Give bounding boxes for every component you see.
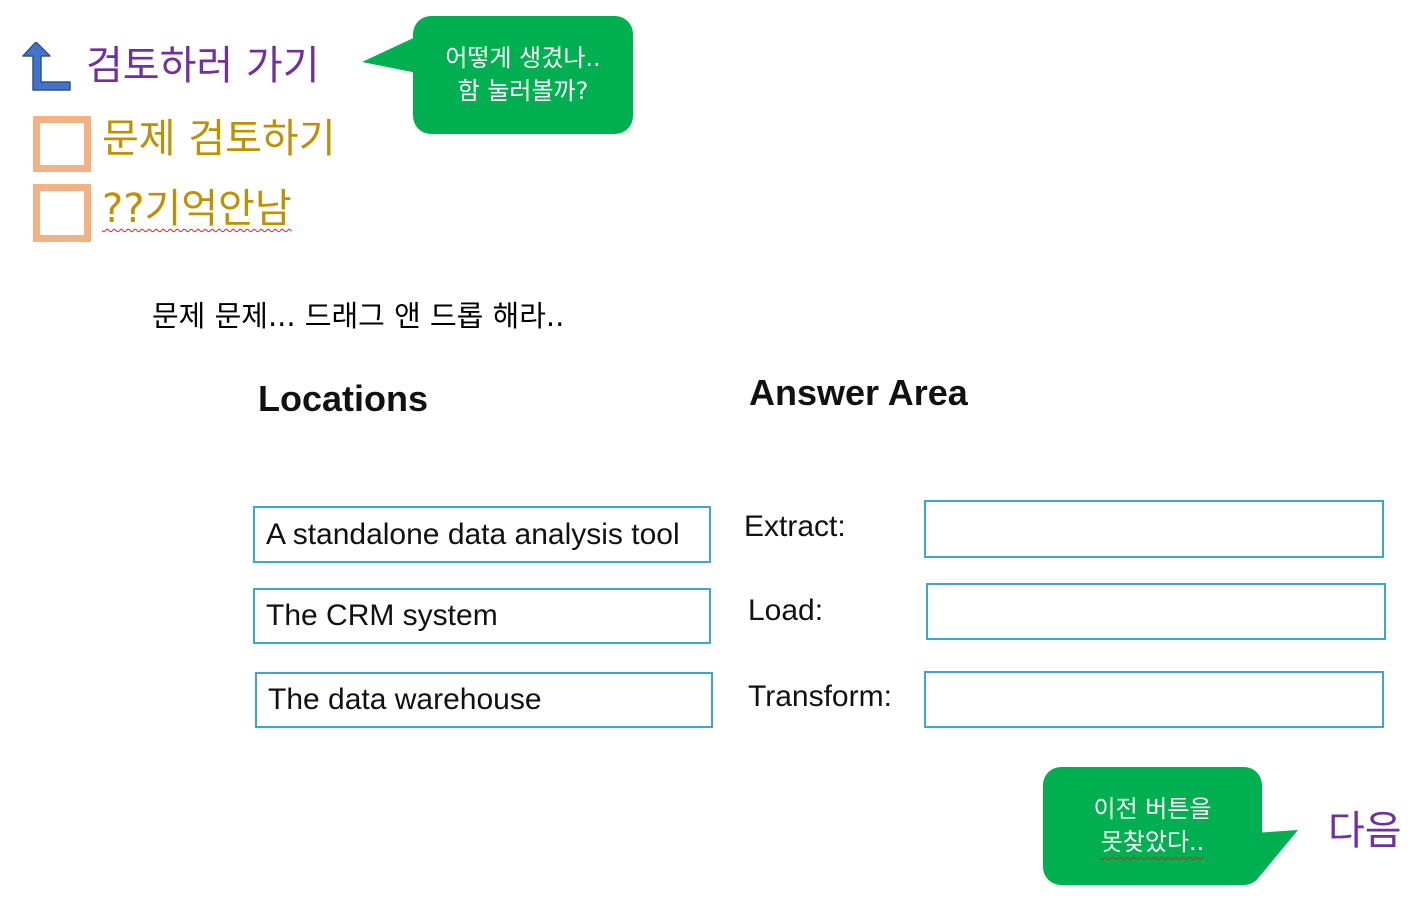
back-to-review-link[interactable]: 검토하러 가기 bbox=[86, 43, 320, 89]
review-question-label: 문제 검토하기 bbox=[102, 116, 336, 162]
speech-bubble-line: 어떻게 생겼나.. bbox=[445, 44, 601, 72]
answer-area-heading: Answer Area bbox=[749, 372, 968, 413]
speech-bubble-text: 못찾았다.. bbox=[1100, 828, 1205, 856]
review-question-checkbox[interactable] bbox=[33, 116, 91, 172]
speech-bubble-line: 못찾았다.. bbox=[1043, 826, 1262, 859]
answer-label-transform: Transform: bbox=[748, 680, 892, 713]
question-prompt: 문제 문제... 드래그 앤 드롭 해라.. bbox=[152, 299, 565, 333]
location-option[interactable]: The CRM system bbox=[253, 588, 711, 644]
next-button[interactable]: 다음 bbox=[1328, 808, 1402, 854]
locations-heading: Locations bbox=[258, 378, 429, 419]
speech-bubble-tail bbox=[362, 34, 422, 74]
dont-remember-label: ??기억안남 bbox=[102, 182, 292, 236]
location-option[interactable]: The data warehouse bbox=[255, 672, 713, 728]
speech-bubble-line: 함 눌러볼까? bbox=[457, 77, 589, 105]
back-arrow-icon[interactable] bbox=[22, 42, 72, 92]
speech-bubble-top: 어떻게 생겼나.. 함 눌러볼까? bbox=[413, 16, 633, 134]
location-option[interactable]: A standalone data analysis tool bbox=[253, 506, 711, 563]
answer-drop-zone-load[interactable] bbox=[926, 583, 1386, 640]
answer-drop-zone-extract[interactable] bbox=[924, 500, 1384, 558]
answer-drop-zone-transform[interactable] bbox=[924, 671, 1384, 728]
answer-label-load: Load: bbox=[748, 594, 824, 627]
speech-bubble-bottom: 이전 버튼을 못찾았다.. bbox=[1043, 767, 1262, 885]
speech-bubble-line: 이전 버튼을 bbox=[1093, 795, 1212, 823]
answer-label-extract: Extract: bbox=[744, 510, 846, 543]
dont-remember-text: ??기억안남 bbox=[102, 186, 292, 232]
dont-remember-checkbox[interactable] bbox=[33, 184, 91, 242]
